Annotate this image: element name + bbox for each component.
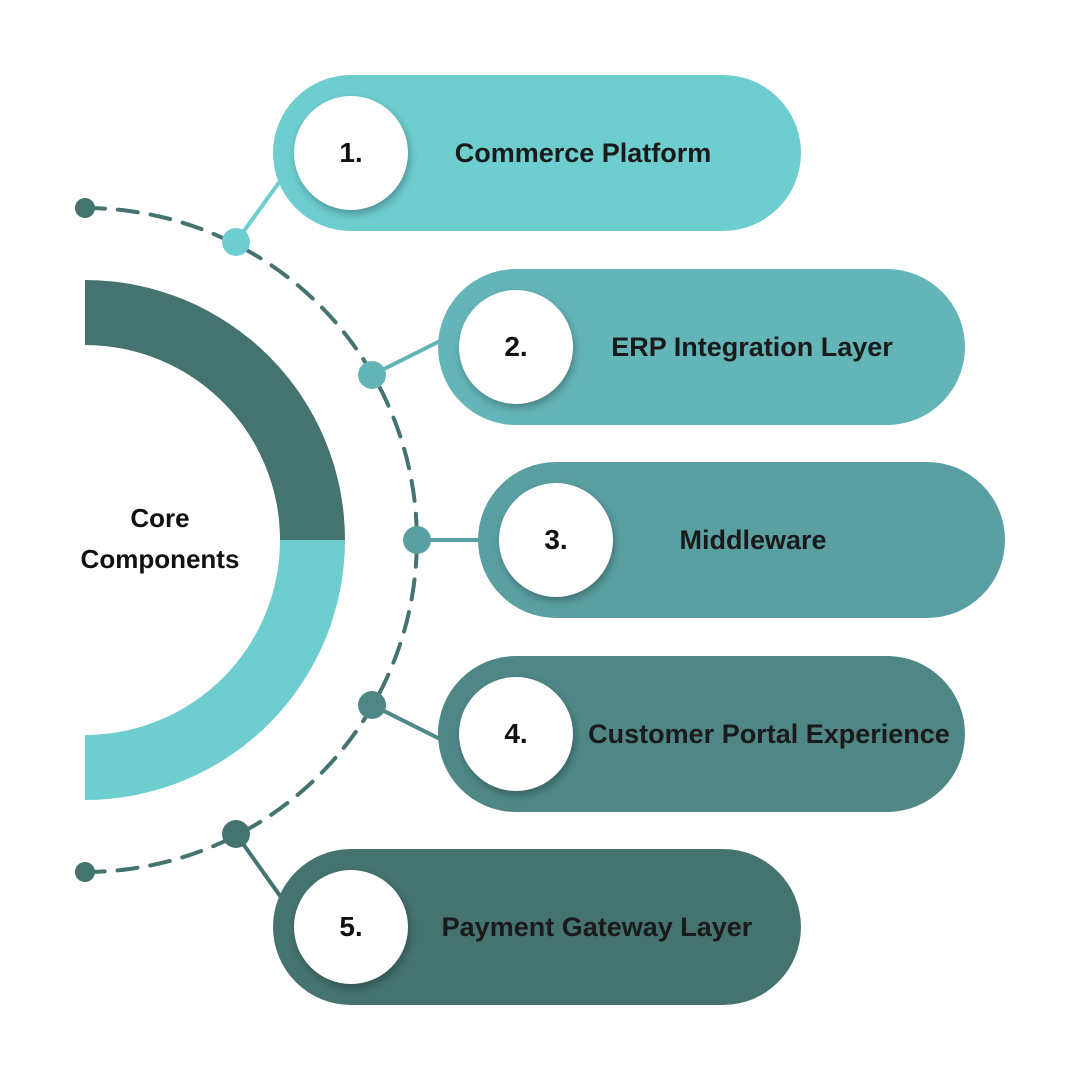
connector-dot-3 (403, 526, 431, 554)
component-number-4: 4. (459, 677, 573, 791)
component-label-2: ERP Integration Layer (611, 331, 893, 362)
component-pill-2: 2. ERP Integration Layer (438, 269, 965, 425)
component-label-3: Middleware (679, 524, 827, 555)
half-ring-lower-segment (85, 540, 345, 800)
connector-dot-1 (222, 228, 250, 256)
component-pill-3: 3. Middleware (478, 462, 1005, 618)
connector-dot-4 (358, 691, 386, 719)
component-label-5: Payment Gateway Layer (441, 911, 753, 942)
component-pill-4: 4. Customer Portal Experience (438, 656, 965, 812)
component-number-3: 3. (499, 483, 613, 597)
half-ring-upper-segment (85, 280, 345, 540)
connector-dot-5 (222, 820, 250, 848)
component-label-1: Commerce Platform (454, 137, 712, 168)
center-title: Core Components (40, 498, 280, 580)
connector-dot-2 (358, 361, 386, 389)
component-number-2: 2. (459, 290, 573, 404)
center-title-line-1: Core (130, 503, 190, 533)
component-number-5: 5. (294, 870, 408, 984)
component-number-1: 1. (294, 96, 408, 210)
component-pill-1: 1. Commerce Platform (273, 75, 801, 231)
center-title-line-2: Components (80, 544, 240, 574)
arc-end-dot-bottom (75, 862, 95, 882)
component-pill-5: 5. Payment Gateway Layer (273, 849, 801, 1005)
component-label-4: Customer Portal Experience (588, 718, 950, 749)
arc-end-dot-top (75, 198, 95, 218)
